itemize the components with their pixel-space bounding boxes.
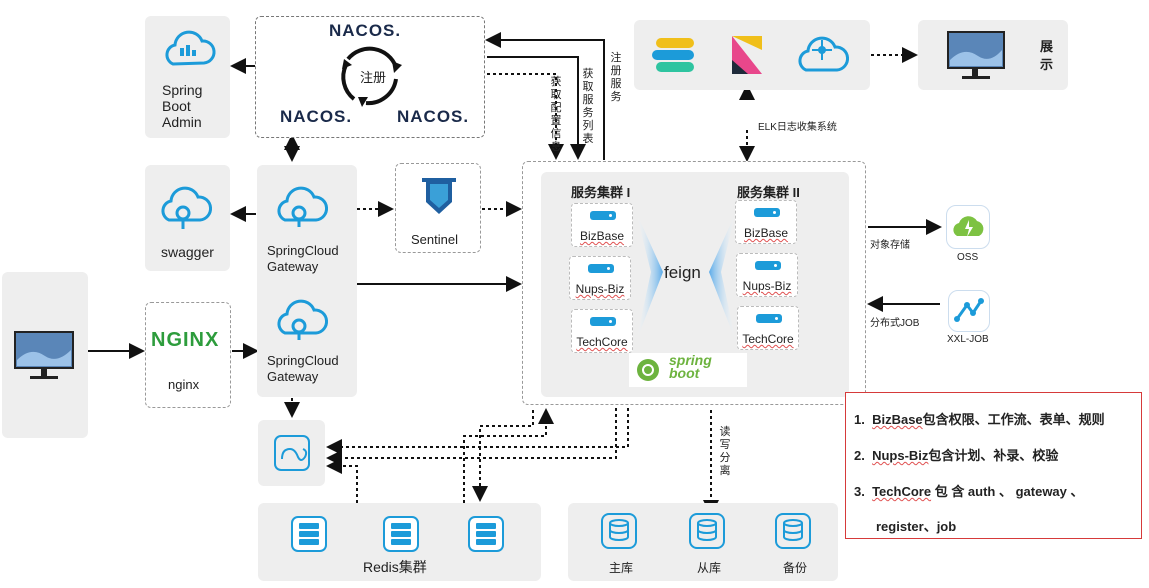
- client-node: [2, 272, 88, 438]
- master-db-label: 主库: [609, 561, 634, 575]
- rw-split-label: 读写分离: [719, 426, 731, 477]
- backup-db-label: 备份: [783, 561, 808, 575]
- logstash-cloud-icon: [798, 36, 850, 72]
- elasticsearch-icon: [652, 38, 694, 72]
- display-label: 展示: [1040, 39, 1054, 72]
- redis-server-icon-3: [468, 516, 504, 552]
- note-2: 2. Nups-Biz包含计划、补录、校验: [854, 448, 1059, 463]
- service-bizbase-2: BizBase: [735, 200, 797, 244]
- get-services-label: 获取服务列表: [582, 68, 594, 145]
- sentinel-node: Sentinel: [395, 163, 481, 253]
- nacos-logo-top: NACOS.: [329, 21, 402, 40]
- service-techcore-1: TechCore: [571, 309, 633, 353]
- display-node: 展示: [918, 20, 1068, 90]
- nginx-node: NGINX nginx: [145, 302, 231, 408]
- cluster-inner: 服务集群 I 服务集群 II BizBase Nups-Biz TechCore…: [541, 172, 849, 397]
- redis-cluster: Redis集群: [258, 503, 541, 581]
- slave-db-label: 从库: [697, 561, 722, 575]
- oss-label: OSS: [957, 252, 979, 263]
- elk-label: ELK日志收集系统: [758, 122, 837, 133]
- nginx-label: nginx: [168, 377, 200, 392]
- service-nupsbiz-1: Nups-Biz: [569, 256, 631, 300]
- power-icon: [637, 359, 659, 381]
- register-label: 注册: [360, 70, 387, 85]
- group1-title: 服务集群 I: [571, 185, 631, 200]
- cycle-icon: [341, 46, 402, 107]
- gateway-label-1: SpringCloud Gateway: [267, 243, 339, 274]
- note-1: 1. BizBase包含权限、工作流、表单、规则: [854, 412, 1105, 427]
- spring-boot-admin-label: Spring Boot Admin: [162, 82, 203, 130]
- gateway-cloud-icons: [277, 186, 329, 340]
- distributed-job-label: 分布式JOB: [870, 318, 920, 329]
- gateway-column: SpringCloud Gateway SpringCloud Gateway: [257, 165, 357, 397]
- sentinel-icon: [422, 178, 456, 214]
- swagger-label: swagger: [161, 244, 214, 260]
- swagger-node: swagger: [145, 165, 230, 271]
- redis-server-icon-1: [291, 516, 327, 552]
- notes-box: 1. BizBase包含权限、工作流、表单、规则 2. Nups-Biz包含计划…: [845, 392, 1142, 539]
- gateway-label-2: SpringCloud Gateway: [267, 353, 339, 384]
- nacos-logo-right: NACOS.: [397, 107, 470, 126]
- xxljob-label: XXL-JOB: [947, 334, 989, 345]
- feign-label: feign: [664, 263, 701, 282]
- service-bizbase-1: BizBase: [571, 203, 633, 247]
- get-config-label: 获取配置信息: [550, 76, 562, 153]
- cloud-icon: [165, 30, 216, 66]
- group2-title: 服务集群 II: [737, 185, 800, 200]
- cache-node: [258, 420, 325, 486]
- nacos-logo-left: NACOS.: [280, 107, 353, 126]
- nginx-logo: NGINX: [151, 329, 220, 351]
- service-cluster: 服务集群 I 服务集群 II BizBase Nups-Biz TechCore…: [522, 161, 866, 405]
- nacos-node: NACOS. NACOS. NACOS. 注册: [255, 16, 485, 138]
- service-nupsbiz-2: Nups-Biz: [736, 253, 798, 297]
- service-techcore-2: TechCore: [737, 306, 799, 350]
- spring-boot-text: spring boot: [669, 352, 712, 381]
- note-3-cont: register、job: [876, 519, 957, 534]
- monitor-icon: [14, 331, 74, 379]
- redis-label: Redis集群: [363, 559, 427, 575]
- xxljob-icon: [948, 290, 990, 332]
- monitor-icon: [947, 31, 1005, 79]
- redis-server-icon-2: [383, 516, 419, 552]
- database-icons: [601, 513, 811, 549]
- spring-boot-admin-node: Spring Boot Admin: [145, 16, 230, 138]
- oss-icon: [946, 205, 990, 249]
- feign-beams: [636, 212, 736, 342]
- database-group: 主库 从库 备份: [568, 503, 838, 581]
- cache-icon: [274, 435, 310, 471]
- elk-node: [634, 20, 870, 90]
- cloud-key-icon: [161, 186, 213, 229]
- object-storage-label: 对象存储: [870, 240, 910, 251]
- register-service-label: 注册服务: [610, 52, 622, 103]
- sentinel-label: Sentinel: [411, 232, 458, 247]
- kibana-icon: [732, 36, 762, 74]
- note-3: 3. TechCore 包 含 auth 、 gateway 、: [854, 484, 1084, 499]
- spring-boot-logo: spring boot: [629, 353, 747, 387]
